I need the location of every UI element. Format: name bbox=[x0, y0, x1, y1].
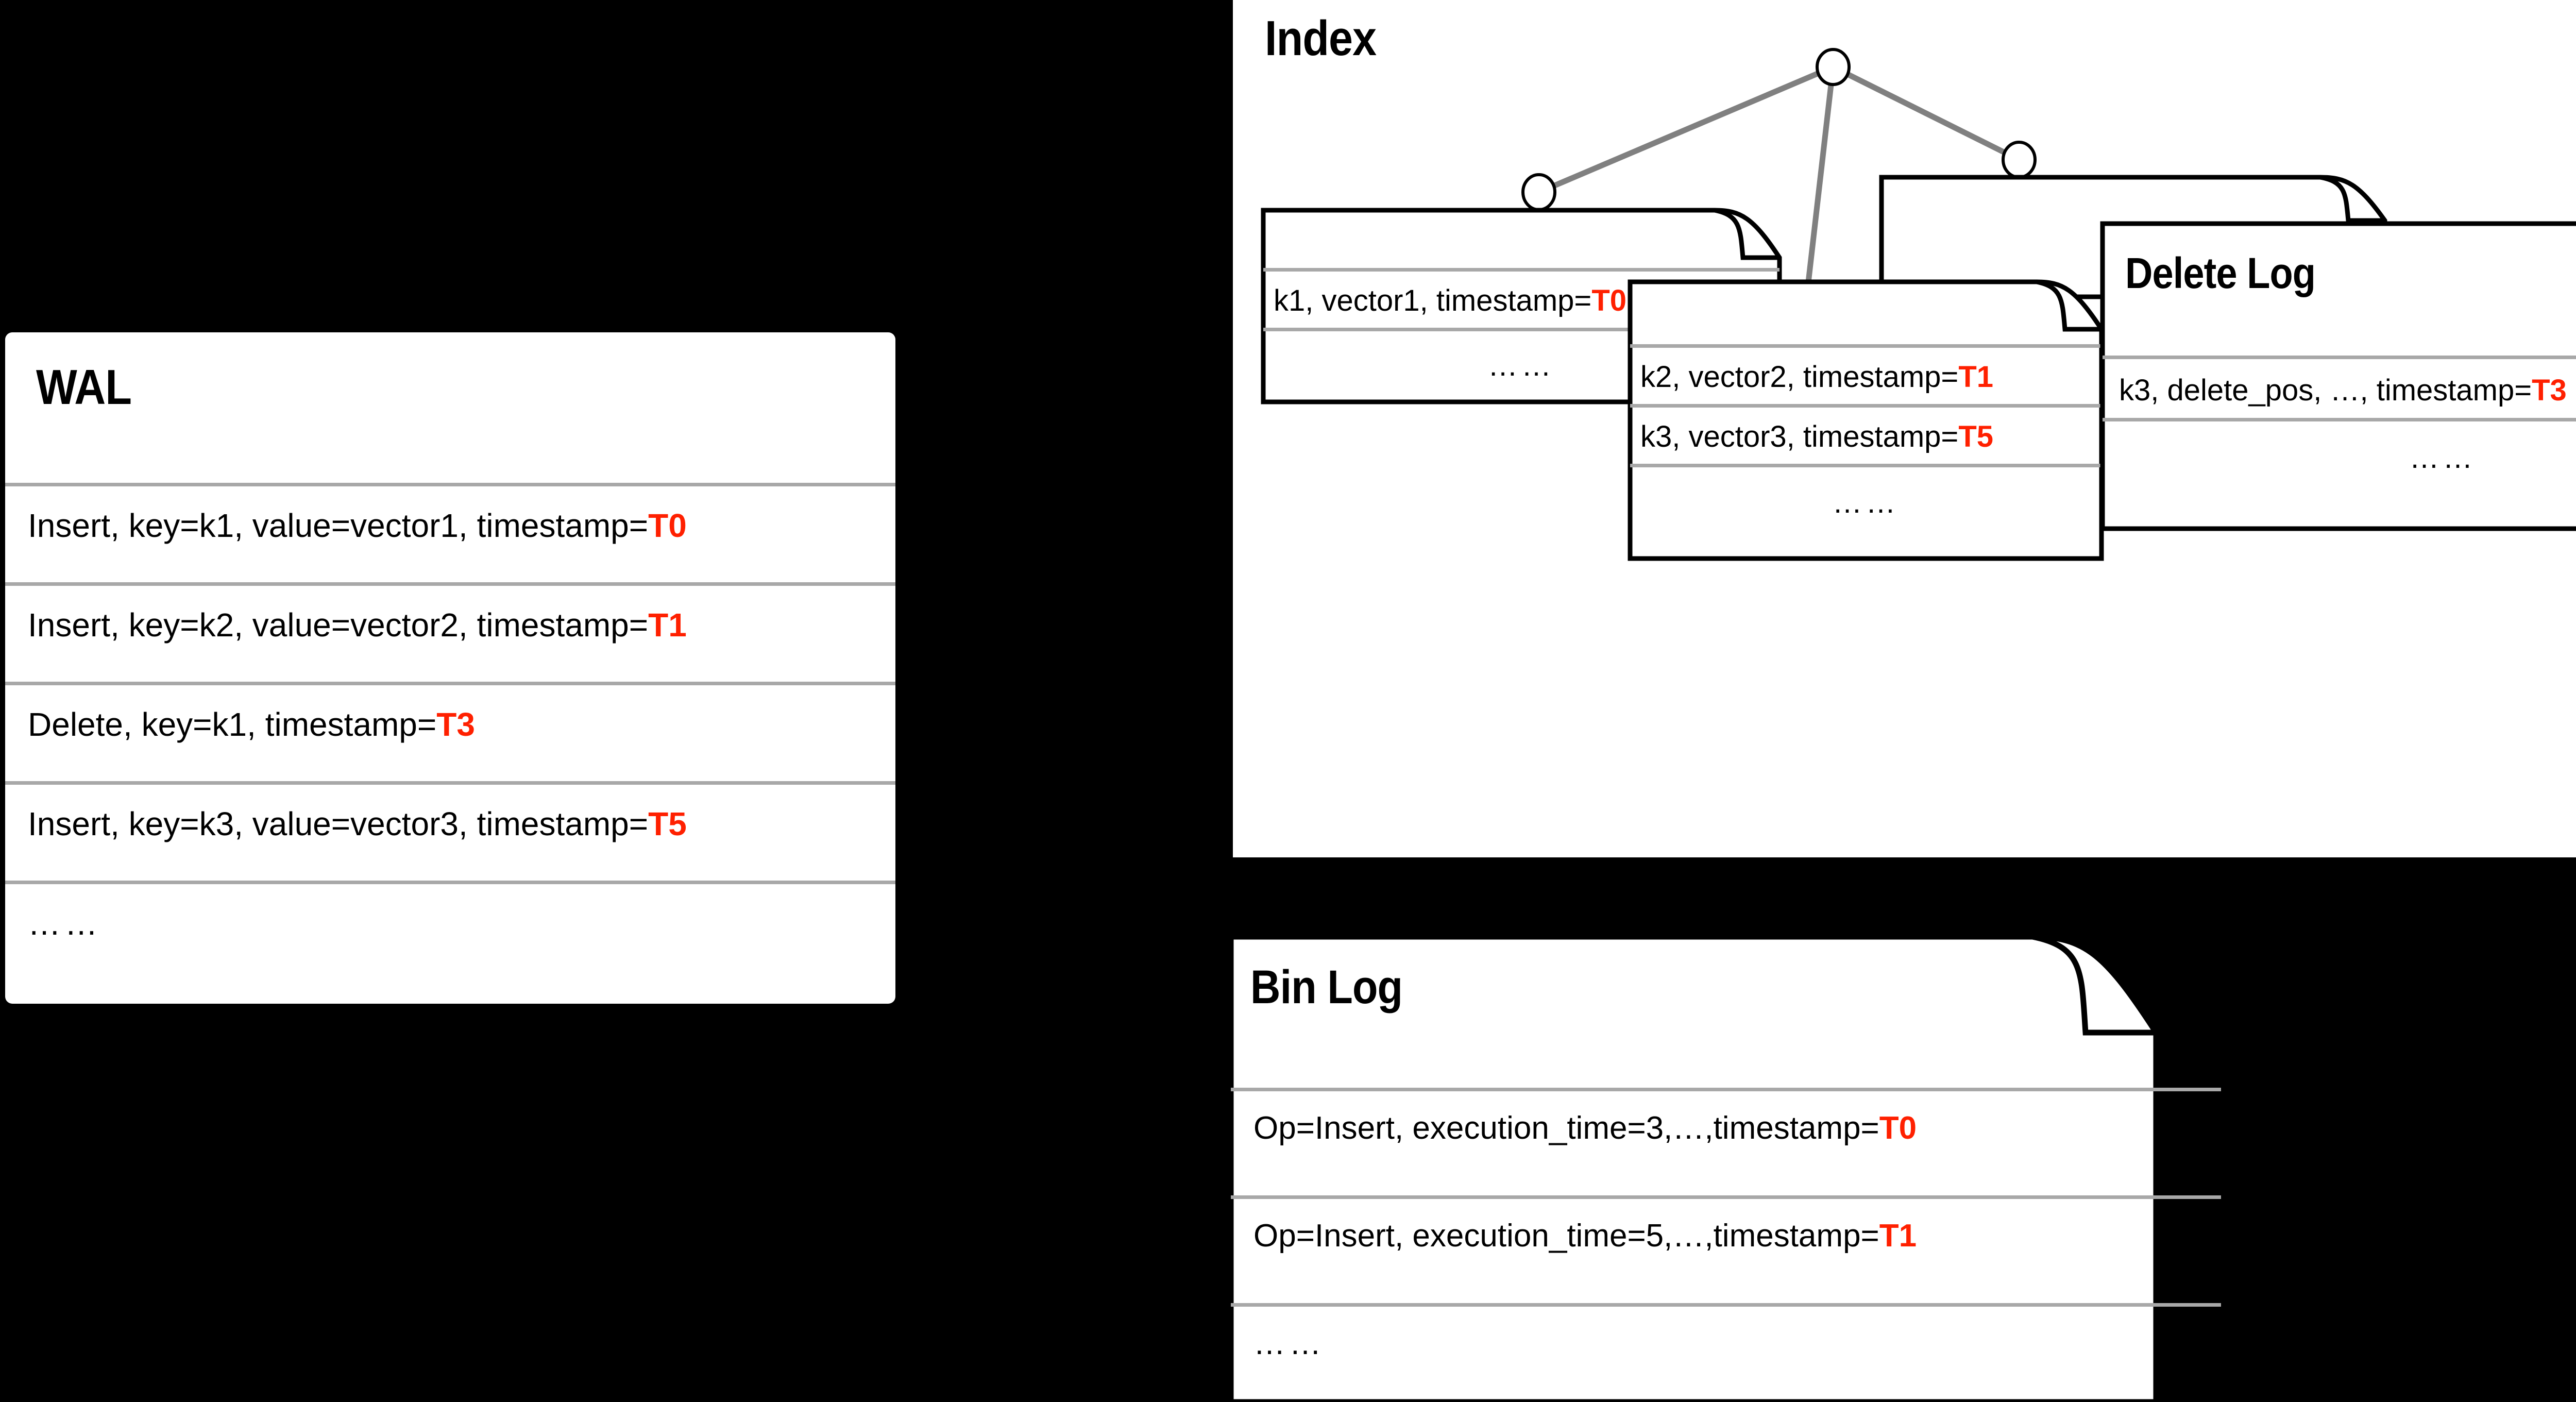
timestamp-value: T1 bbox=[1879, 1218, 1917, 1254]
wal-row-text: Insert, key=k1, value=vector1, timestamp… bbox=[28, 507, 687, 544]
card-row-text: …… bbox=[1488, 349, 1555, 382]
bin-log-card: Bin Log Op=Insert, execution_time=3,…,ti… bbox=[1228, 934, 2223, 1402]
bin-log-row-text: Op=Insert, execution_time=3,…,timestamp=… bbox=[1253, 1110, 1917, 1146]
card-row-text: …… bbox=[1832, 486, 1900, 519]
timestamp-value: T1 bbox=[1958, 360, 1993, 394]
timestamp-value: T0 bbox=[1879, 1110, 1917, 1146]
bin-log-row-separator bbox=[1231, 1303, 2221, 1307]
card-row-text: k2, vector2, timestamp=T1 bbox=[1640, 360, 1993, 394]
index-card-k2-k3: k2, vector2, timestamp=T1 k3, vector3, t… bbox=[1628, 279, 2104, 561]
card-row-separator bbox=[1263, 268, 1780, 272]
card-row-text: k1, vector1, timestamp=T0 bbox=[1274, 284, 1626, 317]
timestamp-value: T5 bbox=[1958, 420, 1993, 453]
delete-log-title: Delete Log bbox=[2125, 249, 2316, 297]
tree-edge-root-right bbox=[1832, 64, 2021, 162]
card-row-separator bbox=[2103, 356, 2576, 359]
bin-log-row-text: …… bbox=[1253, 1326, 1325, 1361]
timestamp-value: T3 bbox=[2532, 374, 2567, 407]
wal-panel: WAL Insert, key=k1, value=vector1, times… bbox=[5, 332, 895, 1004]
wal-row-text: Insert, key=k3, value=vector3, timestamp… bbox=[28, 805, 687, 842]
wal-title: WAL bbox=[36, 360, 132, 415]
timestamp-value: T5 bbox=[648, 805, 687, 842]
tree-edge-root-left bbox=[1537, 64, 1835, 195]
wal-row-text: Delete, key=k1, timestamp=T3 bbox=[28, 706, 475, 743]
timestamp-value: T0 bbox=[648, 507, 687, 544]
delete-log-card: Delete Log k3, delete_pos, …, timestamp=… bbox=[2100, 221, 2576, 531]
wal-row-separator bbox=[5, 781, 895, 785]
doc-shape bbox=[2100, 221, 2576, 531]
card-row-text: k3, delete_pos, …, timestamp=T3 bbox=[2119, 374, 2567, 407]
tree-node-child-right bbox=[2002, 141, 2037, 179]
tree-node-child-left bbox=[1521, 173, 1556, 211]
bin-log-row-separator bbox=[1231, 1195, 2221, 1199]
card-row-separator bbox=[1263, 328, 1780, 331]
wal-row-separator bbox=[5, 483, 895, 486]
bin-log-row-text: Op=Insert, execution_time=5,…,timestamp=… bbox=[1253, 1218, 1917, 1254]
timestamp-value: T3 bbox=[436, 706, 475, 743]
card-row-separator bbox=[1630, 404, 2102, 408]
index-title: Index bbox=[1265, 11, 1377, 66]
bin-log-title: Bin Log bbox=[1250, 961, 1403, 1014]
wal-row-text: …… bbox=[28, 905, 102, 942]
wal-row-separator bbox=[5, 881, 895, 884]
wal-row-separator bbox=[5, 682, 895, 685]
timestamp-value: T0 bbox=[1591, 284, 1626, 317]
bin-log-row-separator bbox=[1231, 1088, 2221, 1091]
tree-node-root bbox=[1816, 48, 1851, 86]
card-row-separator bbox=[2103, 418, 2576, 421]
index-panel: Index k1, vecto bbox=[1233, 0, 2576, 857]
card-row-separator bbox=[1630, 344, 2102, 348]
timestamp-value: T1 bbox=[648, 606, 687, 644]
wal-row-separator bbox=[5, 582, 895, 586]
card-row-separator bbox=[1630, 464, 2102, 467]
doc-shape bbox=[1228, 934, 2159, 1402]
wal-row-text: Insert, key=k2, value=vector2, timestamp… bbox=[28, 606, 687, 644]
card-row-text: …… bbox=[2409, 441, 2477, 475]
card-row-text: k3, vector3, timestamp=T5 bbox=[1640, 420, 1993, 453]
